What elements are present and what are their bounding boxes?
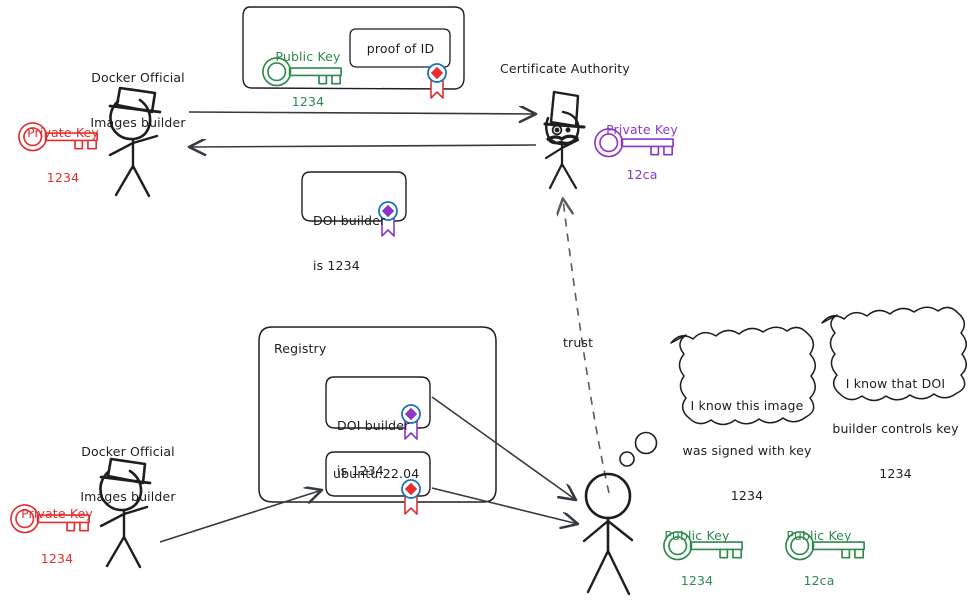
- thought-bubble-1-text: I know this image was signed with key 12…: [667, 368, 827, 533]
- builder-stick-figure-bottom: [99, 457, 152, 569]
- private-key-value-ca: 12ca: [626, 167, 658, 182]
- public-key-value-user-2: 12ca: [803, 573, 835, 588]
- registry-item-1-text: DOI builder is 1234: [337, 388, 409, 508]
- arrow-ca-to-builder: [189, 145, 537, 147]
- public-key-title-card: Public Key: [275, 49, 341, 64]
- public-key-icon-user-2: [785, 531, 865, 561]
- thought-bubble-2-line3: 1234: [879, 466, 912, 481]
- private-key-label-ca: Private Key 12ca: [592, 92, 692, 212]
- thought-bubble-2-line2: builder controls key: [832, 421, 959, 436]
- public-key-value-card: 1234: [291, 94, 325, 109]
- arrow-builder-to-registry: [159, 490, 322, 543]
- public-key-label-card: Public Key 1234: [260, 19, 356, 139]
- trust-arrow: [563, 200, 610, 494]
- arrow-builder-to-ca: [188, 112, 536, 114]
- public-key-title-user-2: Public Key: [786, 528, 852, 543]
- registry-title: Registry: [274, 341, 327, 356]
- arrow-registry-cert-to-user: [431, 396, 576, 500]
- thought-bubble-2-shape: [821, 306, 967, 402]
- thought-bubble-1-line3: 1234: [730, 488, 764, 503]
- certificate-card-text-top: DOI builder is 1234: [313, 183, 385, 303]
- private-key-icon-ca: [594, 128, 674, 158]
- private-key-label-builder-top: Private Key 1234: [13, 95, 113, 215]
- private-key-icon-builder-top: [18, 122, 98, 152]
- builder-title-bottom-line1: Docker Official: [81, 444, 175, 459]
- trust-label: trust: [563, 335, 594, 350]
- public-key-value-user-1: 1234: [680, 573, 714, 588]
- user-stick-figure: [582, 472, 634, 596]
- public-key-icon-user-1: [663, 531, 743, 561]
- builder-title-top-line2: Images builder: [90, 115, 186, 130]
- seal-ribbon-icon-registry-2: [401, 479, 421, 515]
- private-key-title-builder-bottom: Private Key: [21, 506, 93, 521]
- public-key-label-user-2: Public Key 12ca: [771, 498, 867, 601]
- public-key-title-user-1: Public Key: [664, 528, 730, 543]
- certificate-authority-stick-figure: [543, 90, 586, 190]
- private-key-value-builder-top: 1234: [46, 170, 80, 185]
- private-key-value-builder-bottom: 1234: [40, 551, 74, 566]
- private-key-label-builder-bottom: Private Key 1234: [7, 476, 107, 596]
- thought-bubble-1-line1: I know this image: [690, 398, 804, 413]
- private-key-title-ca: Private Key: [606, 122, 678, 137]
- builder-title-top: Docker Official Images builder: [83, 40, 193, 160]
- thought-bubble-1-line2: was signed with key: [682, 443, 812, 458]
- private-key-title-builder-top: Private Key: [27, 125, 99, 140]
- certificate-authority-title: Certificate Authority: [500, 61, 630, 76]
- builder-title-bottom-line2: Images builder: [80, 489, 176, 504]
- seal-ribbon-icon-request: [427, 63, 447, 99]
- seal-ribbon-icon-certificate-top: [378, 201, 398, 237]
- registry-item-1-line2: is 1234: [337, 463, 384, 478]
- builder-stick-figure-top: [108, 86, 162, 198]
- thought-bubble-trail: [619, 431, 658, 467]
- certificate-card-line2-top: is 1234: [313, 258, 360, 273]
- public-key-label-user-1: Public Key 1234: [649, 498, 745, 601]
- seal-ribbon-icon-registry-1: [401, 404, 421, 440]
- registry-item-2-text: ubuntu:22.04: [333, 466, 420, 481]
- builder-title-bottom: Docker Official Images builder: [73, 414, 183, 534]
- public-key-icon-card: [262, 57, 342, 87]
- arrow-registry-image-to-user: [431, 487, 578, 524]
- thought-bubble-2-text: I know that DOI builder controls key 123…: [818, 346, 973, 511]
- thought-bubble-2-line1: I know that DOI: [845, 376, 946, 391]
- proof-of-id-label: proof of ID: [366, 41, 435, 56]
- registry-item-1-line1: DOI builder: [337, 418, 410, 433]
- certificate-card-line1-top: DOI builder: [313, 213, 386, 228]
- builder-title-top-line1: Docker Official: [91, 70, 185, 85]
- private-key-icon-builder-bottom: [10, 504, 90, 534]
- thought-bubble-1-shape: [670, 326, 816, 426]
